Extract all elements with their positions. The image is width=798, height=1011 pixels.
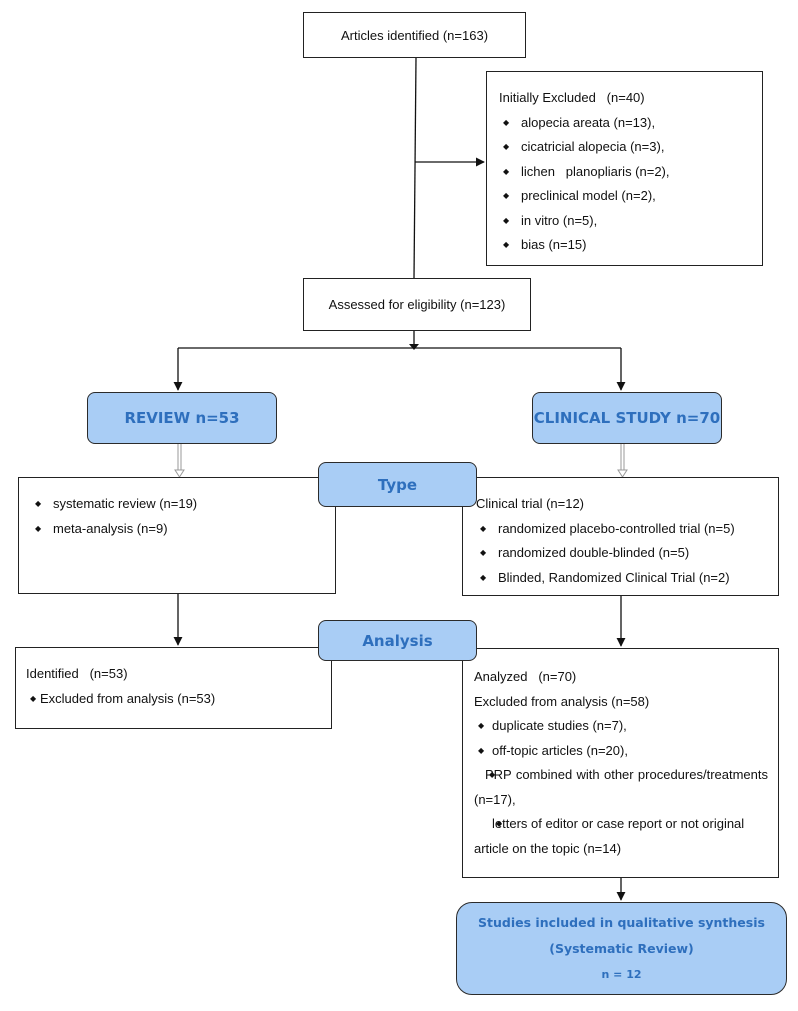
list-item: randomized double-blinded (n=5) [476,541,778,566]
list-item: bias (n=15) [499,233,762,258]
clinical-type-box: Clinical trial (n=12) randomized placebo… [462,477,779,596]
review-analysis-list: Excluded from analysis (n=53) [26,687,331,712]
list-item: letters of editor or case report or not … [474,812,768,861]
review-node: REVIEW n=53 [87,392,277,444]
list-item: in vitro (n=5), [499,209,762,234]
hollow-arrow-clinical [617,444,628,478]
clinical-type-list: randomized placebo-controlled trial (n=5… [476,517,778,591]
list-item: cicatricial alopecia (n=3), [499,135,762,160]
articles-identified-label: Articles identified (n=163) [340,27,489,43]
clinical-excluded-list: duplicate studies (n=7), off-topic artic… [474,714,768,861]
clinical-analysis-box: Analyzed (n=70) Excluded from analysis (… [462,648,779,878]
clinical-trial-title: Clinical trial (n=12) [476,496,585,511]
assessed-eligibility-label: Assessed for eligibility (n=123) [328,297,506,312]
list-item: PRP combined with other procedures/treat… [474,763,768,812]
final-line-3: n = 12 [601,967,642,981]
analysis-label-node: Analysis [318,620,477,661]
review-type-box: systematic review (n=19) meta-analysis (… [18,477,336,594]
list-item: Excluded from analysis (n=53) [26,687,331,712]
initially-excluded-box: Initially Excluded (n=40) alopecia areat… [486,71,763,266]
list-item: Blinded, Randomized Clinical Trial (n=2) [476,566,778,591]
clinical-analyzed: Analyzed (n=70) [474,669,577,684]
review-identified: Identified (n=53) [26,666,128,681]
analysis-label: Analysis [362,631,433,650]
type-label: Type [377,475,418,494]
final-studies-node: Studies included in qualitative synthesi… [456,902,787,995]
clinical-study-label: CLINICAL STUDY n=70 [533,409,721,427]
list-item: preclinical model (n=2), [499,184,762,209]
final-line-1: Studies included in qualitative synthesi… [478,914,765,930]
list-item: off-topic articles (n=20), [474,739,768,764]
initially-excluded-title: Initially Excluded (n=40) [499,90,645,105]
list-item: duplicate studies (n=7), [474,714,768,739]
clinical-excluded-title: Excluded from analysis (n=58) [474,693,650,709]
initially-excluded-list: alopecia areata (n=13), cicatricial alop… [499,111,762,258]
list-item: alopecia areata (n=13), [499,111,762,136]
list-item: meta-analysis (n=9) [31,517,335,542]
list-item: randomized placebo-controlled trial (n=5… [476,517,778,542]
list-item: systematic review (n=19) [31,492,335,517]
clinical-study-node: CLINICAL STUDY n=70 [532,392,722,444]
review-analysis-box: Identified (n=53) Excluded from analysis… [15,647,332,729]
list-item: lichen planopliaris (n=2), [499,160,762,185]
final-line-2: (Systematic Review) [549,940,694,956]
assessed-eligibility-box: Assessed for eligibility (n=123) [303,278,531,331]
connector-identified-to-assessed [413,57,417,279]
hollow-arrow-review [174,444,185,478]
connector-split-triangle [409,344,419,350]
articles-identified-box: Articles identified (n=163) [303,12,526,58]
review-type-list: systematic review (n=19) meta-analysis (… [31,492,335,541]
review-label: REVIEW n=53 [124,409,240,427]
type-label-node: Type [318,462,477,507]
